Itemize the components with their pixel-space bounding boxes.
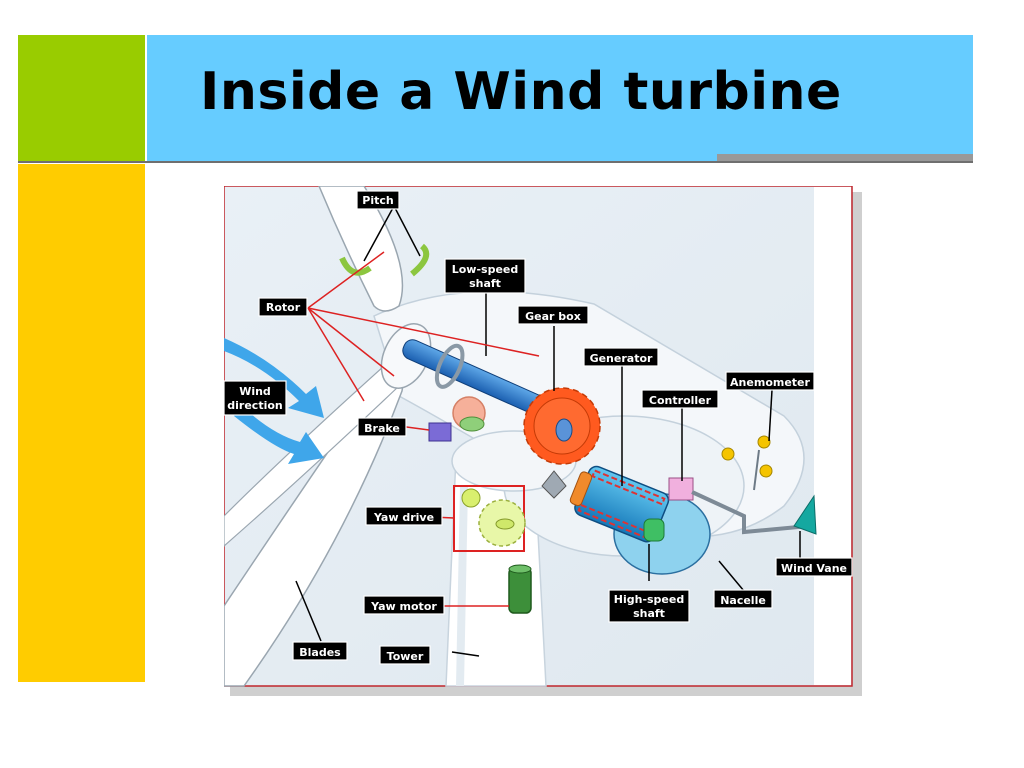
svg-text:Blades: Blades <box>299 646 341 659</box>
svg-text:Generator: Generator <box>590 352 653 365</box>
controller-box <box>668 477 694 501</box>
label-pitch: Pitch <box>356 190 400 210</box>
label-generator: Generator <box>583 347 659 367</box>
label-wind-vane: Wind Vane <box>775 557 853 577</box>
anemometer-cup-2 <box>757 435 771 449</box>
label-brake: Brake <box>357 417 407 437</box>
header-divider-vertical <box>145 35 147 682</box>
rotor-leader-4 <box>307 307 395 377</box>
svg-text:shaft: shaft <box>633 607 665 620</box>
blade-top <box>318 186 404 312</box>
label-tower: Tower <box>379 645 431 665</box>
vane-mast <box>691 490 810 535</box>
wind-arrow-lower <box>234 406 324 464</box>
pitch-arrow-left <box>339 256 372 276</box>
svg-text:Yaw drive: Yaw drive <box>373 511 434 524</box>
wind-vane <box>793 494 817 535</box>
pitch-leader-1 <box>363 205 395 262</box>
label-yaw-motor: Yaw motor <box>363 595 445 615</box>
wind-arrow-upper <box>224 338 324 418</box>
rotor-leader-1 <box>307 251 385 309</box>
anemometer-leader <box>768 389 773 442</box>
label-anemometer: Anemometer <box>725 371 815 391</box>
svg-text:Brake: Brake <box>364 422 400 435</box>
svg-text:Tower: Tower <box>387 650 424 663</box>
brake-pad <box>459 416 485 432</box>
svg-text:direction: direction <box>227 399 282 412</box>
svg-text:Wind Vane: Wind Vane <box>781 562 847 575</box>
slide-title: Inside a Wind turbine <box>200 62 842 122</box>
yellow-accent-block <box>18 164 145 682</box>
brake-caliper <box>428 422 452 442</box>
label-gear-box: Gear box <box>517 305 589 325</box>
svg-text:Nacelle: Nacelle <box>720 594 766 607</box>
high-speed-shaft-end <box>643 518 665 542</box>
label-blades: Blades <box>292 641 348 661</box>
yaw-motor-top <box>508 564 532 574</box>
svg-text:Anemometer: Anemometer <box>730 376 810 389</box>
svg-text:Gear box: Gear box <box>525 310 581 323</box>
nacelle-leader <box>718 560 745 592</box>
label-yaw-drive: Yaw drive <box>365 506 443 526</box>
svg-text:Rotor: Rotor <box>266 301 301 314</box>
label-wind-direction: Wind direction <box>224 380 287 416</box>
pitch-arrow-right <box>410 243 430 277</box>
label-nacelle: Nacelle <box>713 589 773 609</box>
svg-text:High-speed: High-speed <box>614 593 684 606</box>
diagram-right-margin <box>814 187 851 685</box>
label-rotor: Rotor <box>258 297 308 317</box>
green-accent-block <box>18 35 145 161</box>
anemometer-cup-3 <box>759 464 773 478</box>
diagram-svg: Pitch Low-speed shaft Gear box Rotor Gen… <box>224 186 862 696</box>
label-controller: Controller <box>641 389 719 409</box>
svg-text:Wind: Wind <box>239 385 271 398</box>
rotor-leader-3 <box>307 307 365 402</box>
wind-turbine-diagram: Pitch Low-speed shaft Gear box Rotor Gen… <box>224 186 864 698</box>
rotor-leader-2 <box>307 307 540 357</box>
label-high-speed-shaft: High-speed shaft <box>608 589 690 623</box>
svg-text:Pitch: Pitch <box>362 194 393 207</box>
gear-box-hub <box>555 418 573 442</box>
label-low-speed-shaft: Low-speed shaft <box>444 258 526 294</box>
yaw-motor <box>508 567 532 614</box>
blade-bottom <box>224 354 405 687</box>
anemometer-cup-1 <box>721 447 735 461</box>
tower-leader <box>451 651 480 657</box>
yaw-pinion <box>461 488 481 508</box>
yaw-gear-hub <box>495 518 515 530</box>
coupling <box>541 470 567 499</box>
header-grey-bar <box>717 154 973 162</box>
svg-text:Low-speed: Low-speed <box>452 263 519 276</box>
anemometer-mast <box>753 449 760 491</box>
tower-shading <box>456 486 468 686</box>
title-bar <box>147 35 973 161</box>
svg-text:shaft: shaft <box>469 277 501 290</box>
pitch-leader-2 <box>393 205 421 257</box>
blades-leader <box>295 580 322 642</box>
svg-text:Yaw motor: Yaw motor <box>370 600 437 613</box>
header-divider-line <box>18 161 973 163</box>
svg-text:Controller: Controller <box>649 394 712 407</box>
